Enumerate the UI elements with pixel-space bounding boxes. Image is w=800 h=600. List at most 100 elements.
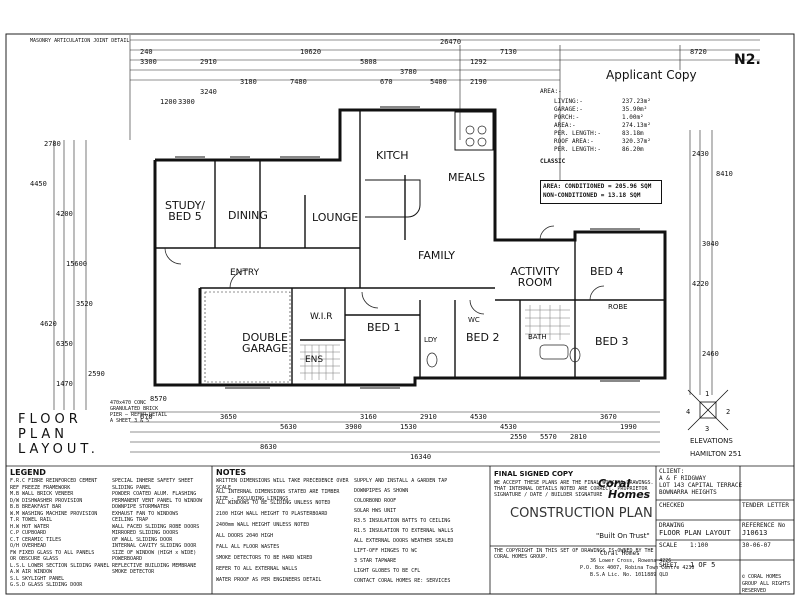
dimension-label: 670 bbox=[140, 413, 153, 421]
bottom-panels bbox=[6, 465, 794, 594]
dimension-label: 8720 bbox=[690, 48, 707, 56]
area-row-value: 274.13m² bbox=[622, 122, 651, 129]
construction-plan-stamp: CONSTRUCTION PLAN bbox=[510, 506, 653, 521]
drawing-date: 30-06-07 bbox=[742, 542, 771, 549]
dimension-label: 3670 bbox=[600, 413, 617, 421]
sheet-label: SHEET bbox=[659, 562, 678, 569]
dimension-label: 2810 bbox=[570, 433, 587, 441]
dimension-label: 5400 bbox=[430, 78, 447, 86]
area-row-value: 86.20m bbox=[622, 146, 644, 153]
logo-line-1: Coral bbox=[598, 477, 631, 490]
dimension-label: 240 bbox=[140, 48, 153, 56]
dimension-label: 15600 bbox=[66, 260, 88, 268]
dimension-label: 2460 bbox=[702, 350, 719, 358]
client-suburb: BOWNARRA HEIGHTS bbox=[659, 489, 717, 496]
note-item: COLORBOND ROOF bbox=[354, 498, 397, 504]
internal-walls bbox=[155, 110, 665, 385]
note-item: 2100 HIGH WALL HEIGHT TO PLASTERBOARD bbox=[216, 511, 328, 517]
wet-area-hatching bbox=[300, 305, 570, 380]
drawing-label: DRAWING bbox=[659, 522, 685, 529]
area-row-value: 35.90m² bbox=[622, 106, 648, 113]
room-ens: ENS bbox=[305, 355, 324, 365]
legend-item: SLIDING PANEL bbox=[112, 484, 152, 491]
area-row-label: PER. LENGTH:- bbox=[554, 146, 601, 153]
dimension-label: 16340 bbox=[410, 453, 432, 461]
dimension-label: 3650 bbox=[220, 413, 237, 421]
legend-item: POWERBOARD bbox=[112, 556, 143, 562]
legend-item: W.M WASHING MACHINE PROVISION bbox=[10, 510, 98, 517]
area-row-value: 1.00m² bbox=[622, 114, 644, 121]
legend-item: M.B WALL BRICK VENEER bbox=[10, 491, 74, 497]
legend-item: S.L SKYLIGHT PANEL bbox=[10, 575, 65, 582]
client-name: A & F RIDGWAY bbox=[659, 475, 706, 482]
notes-panel: NOTES WRITTEN DIMENSIONS WILL TAKE PRECE… bbox=[216, 468, 488, 592]
dimension-label: 4530 bbox=[500, 423, 517, 431]
room-bed2: BED 2 bbox=[466, 331, 500, 344]
side-title-line-2: PLAN bbox=[18, 427, 68, 442]
reference-label: REFERENCE No bbox=[742, 522, 786, 529]
room-kitch: KITCH bbox=[376, 149, 409, 162]
door-swings bbox=[164, 225, 605, 315]
area-header: AREA:- bbox=[540, 88, 562, 95]
note-item: R1.5 INSULATION TO EXTERNAL WALLS bbox=[354, 528, 454, 534]
legend-item: DOWNPIPE STORMWATER bbox=[112, 504, 170, 510]
dimension-label: 4450 bbox=[30, 180, 47, 188]
dimension-label: 4200 bbox=[56, 210, 73, 218]
note-item: 3 STAR TAPWARE bbox=[354, 558, 397, 564]
dimension-label: 4530 bbox=[470, 413, 487, 421]
legend-item: D/W DISHWASHER PROVISION bbox=[10, 497, 83, 504]
note-item: REFER TO ALL EXTERNAL WALLS bbox=[216, 566, 298, 572]
bottom-dimension-lines bbox=[130, 411, 660, 453]
elevation-num-1: 1 bbox=[705, 390, 710, 398]
room-lounge: LOUNGE bbox=[312, 211, 359, 224]
reference-number: J10613 bbox=[742, 529, 768, 537]
legend-item: C.P CUPBOARD bbox=[10, 530, 47, 536]
company-po: P.O. Box 4007, Robina Town Centre 4230 bbox=[580, 565, 695, 571]
elevation-marker bbox=[687, 389, 729, 431]
legend-item: SPECIAL INHERE SAFETY SHEET bbox=[112, 478, 194, 484]
client-lot: LOT 143 CAPITAL TERRACE bbox=[659, 482, 743, 489]
legend-item: INTERNAL CAVITY SLIDING DOOR bbox=[112, 543, 197, 549]
sheet-number: 1 OF 5 bbox=[690, 561, 716, 569]
legend-item: REF FREEZE FRAMEWORK bbox=[10, 484, 71, 491]
logo-line-2: Homes bbox=[608, 488, 651, 501]
legend-item: A.W AIR WINDOW bbox=[10, 569, 53, 575]
dimension-label: 3900 bbox=[345, 423, 362, 431]
legend-item: CEILING TRAP bbox=[112, 517, 149, 523]
note-item: WRITTEN DIMENSIONS WILL TAKE PRECEDENCE … bbox=[216, 478, 349, 491]
note-item: LIFT-OFF HINGES TO WC bbox=[354, 548, 418, 554]
dimension-label: 2910 bbox=[420, 413, 437, 421]
pier-note: 470x470 CONC GRANULATED BRICK PIER — REF… bbox=[110, 400, 168, 424]
dimension-label: 1470 bbox=[56, 380, 73, 388]
final-text: WE ACCEPT THESE PLANS ARE THE FINAL WORK… bbox=[494, 480, 654, 498]
legend-item: POWDER COATED ALUM. FLASHING bbox=[112, 491, 197, 497]
note-item: DOWNPIPES AS SHOWN bbox=[354, 488, 409, 494]
room-study: STUDY/ BED 5 bbox=[164, 199, 206, 223]
area-row-value: 320.37m² bbox=[622, 138, 651, 145]
dimension-label: 4220 bbox=[692, 280, 709, 288]
legend-item: F.R.C FIBRE REINFORCED CEMENT bbox=[10, 478, 98, 484]
company-address: 36 Lower Cross, Rowena 4226 bbox=[590, 558, 672, 564]
legend-item: FW FIXED GLASS TO ALL PANELS bbox=[10, 549, 95, 556]
final-title: FINAL SIGNED COPY bbox=[494, 470, 574, 478]
area-row-label: LIVING:- bbox=[554, 98, 583, 105]
area-row-label: ROOF AREA:- bbox=[554, 138, 594, 145]
room-bed4: BED 4 bbox=[590, 265, 624, 278]
dimension-label: 5570 bbox=[540, 433, 557, 441]
legend-item: T.R TOWEL RAIL bbox=[10, 517, 53, 523]
dimension-label: 3180 bbox=[240, 78, 257, 86]
legend-title: LEGEND bbox=[10, 468, 46, 477]
legend-item: OF WALL SLIDING DOOR bbox=[112, 536, 173, 543]
dimension-label: 8410 bbox=[716, 170, 733, 178]
external-walls bbox=[153, 108, 667, 387]
note-item: ALL WINDOWS TO BE SLIDING UNLESS NOTED bbox=[216, 500, 331, 506]
room-garage: DOUBLE GARAGE bbox=[241, 331, 289, 355]
fixtures bbox=[426, 125, 581, 368]
room-dining: DINING bbox=[228, 209, 268, 222]
conditioned-area: AREA: CONDITIONED = 205.96 SQM bbox=[543, 183, 652, 190]
note-item: SUPPLY AND INSTALL A GARDEN TAP bbox=[354, 478, 448, 484]
dimension-label: 2430 bbox=[692, 150, 709, 158]
dimension-label: 7130 bbox=[500, 48, 517, 56]
